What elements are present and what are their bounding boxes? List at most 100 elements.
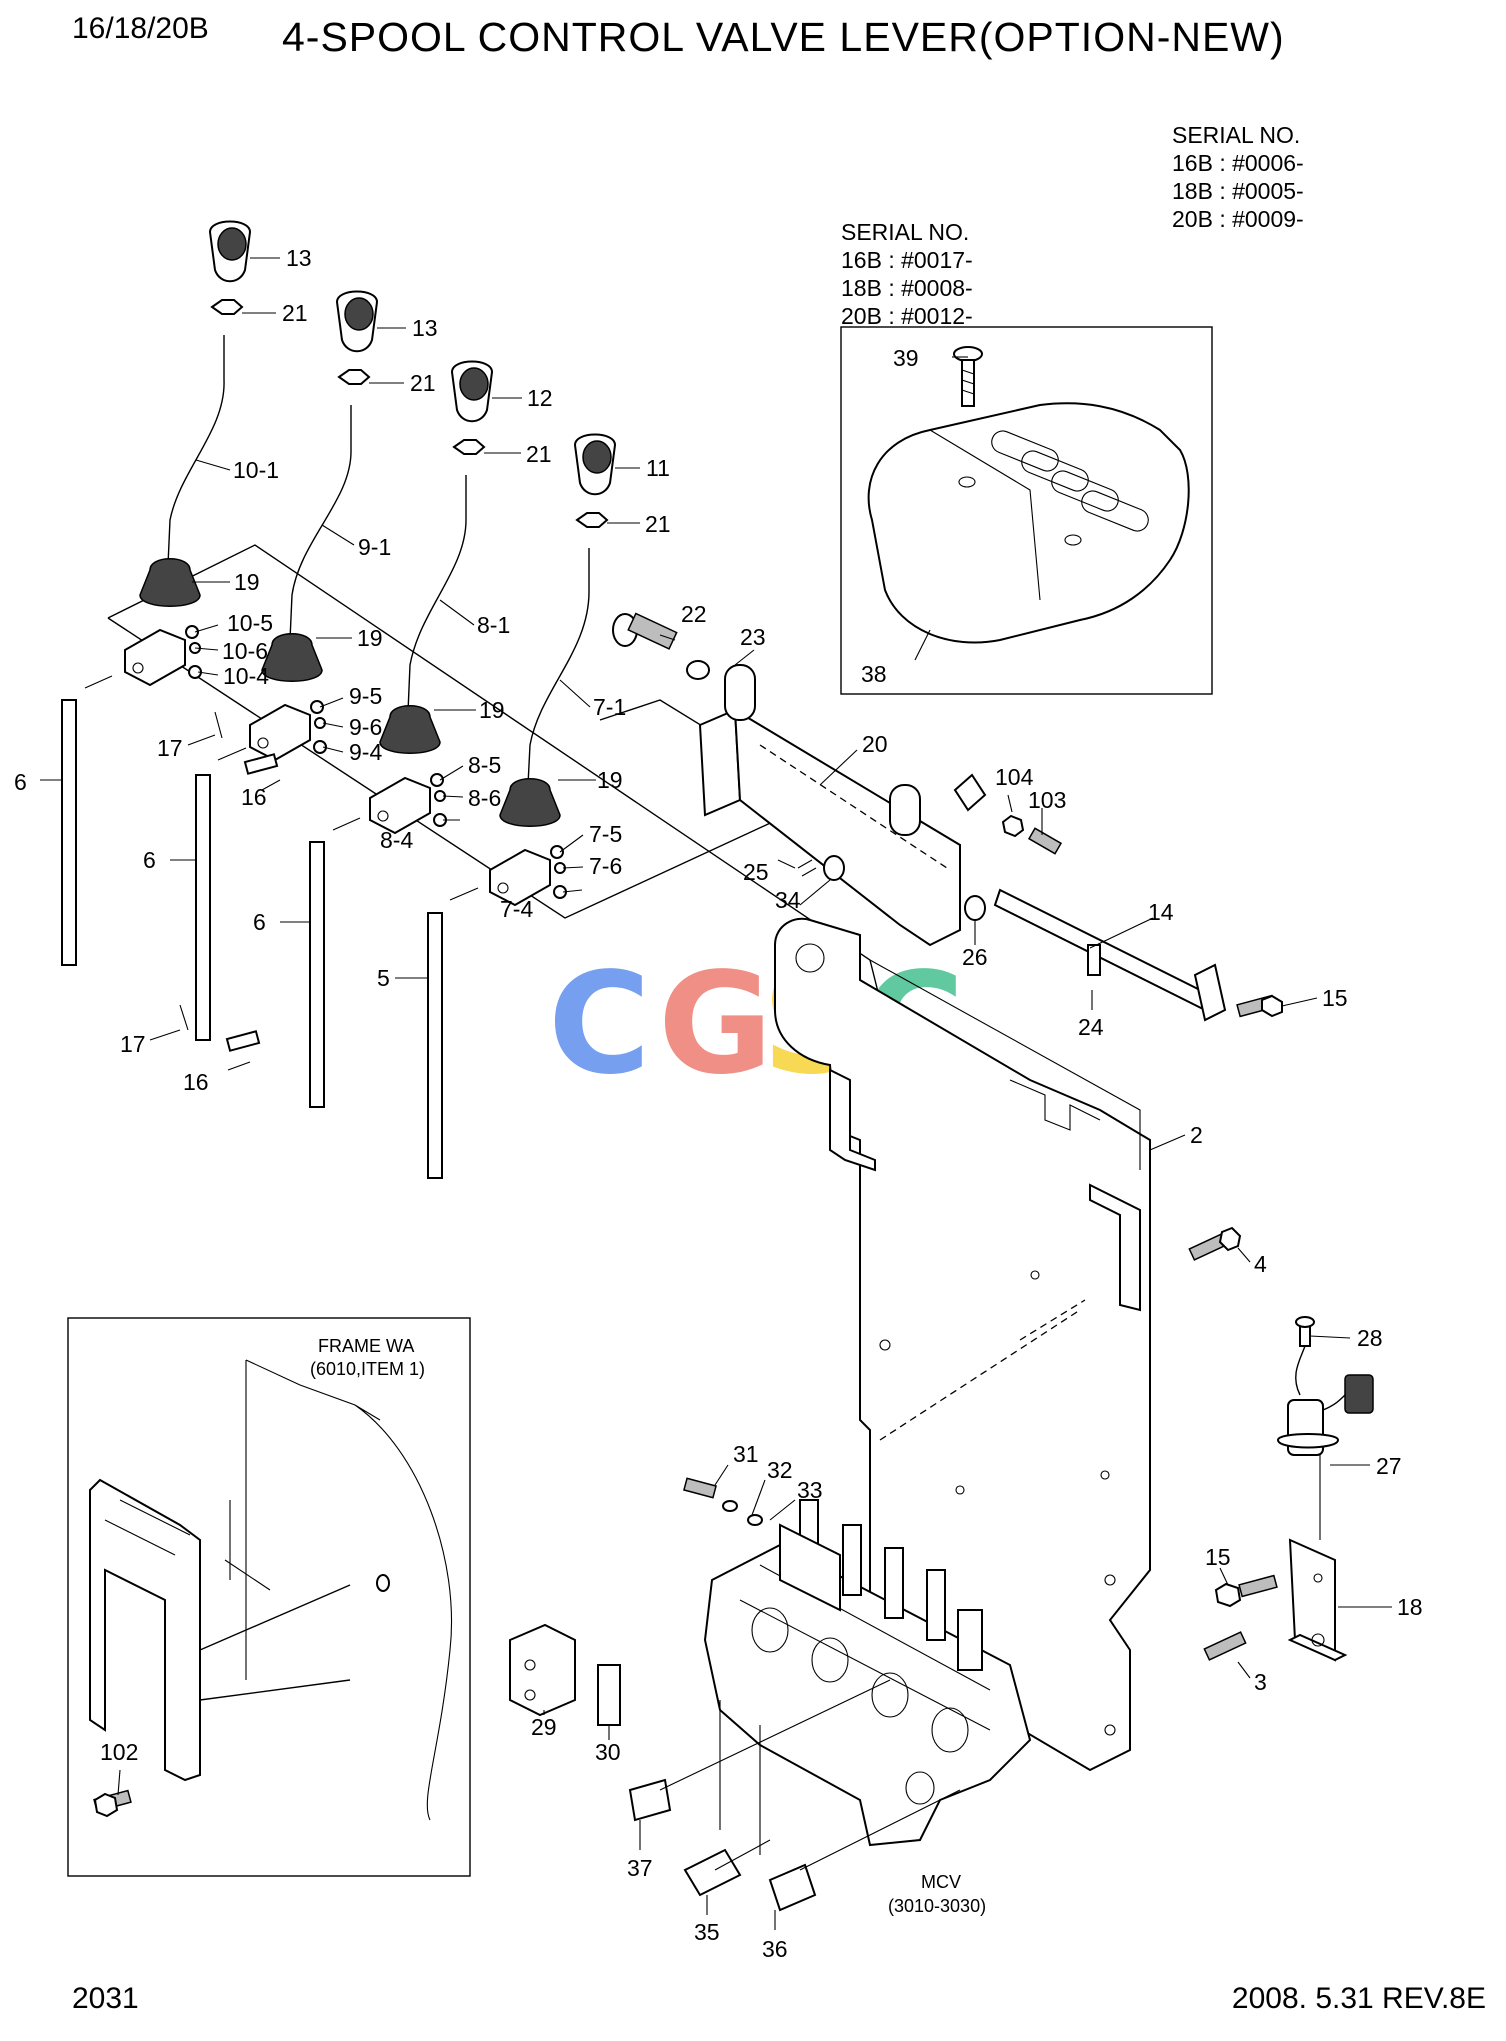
part-label: 7-6 (589, 853, 622, 879)
part-label: 7-1 (593, 694, 626, 720)
frame-detail-inset (67, 1317, 471, 1877)
lever-cover (867, 402, 1190, 644)
page-title: 4-SPOOL CONTROL VALVE LEVER(OPTION-NEW) (282, 14, 1285, 60)
part-label: 19 (357, 625, 383, 651)
switch-bracket-29 (509, 1623, 576, 1717)
part-label: 13 (412, 315, 438, 341)
switch-assembly (1276, 1316, 1374, 1662)
part-label: 10-5 (227, 610, 273, 636)
part-label: 30 (595, 1739, 621, 1765)
revision-date: 2008. 5.31 REV.8E (1231, 1982, 1486, 2015)
part-label: 37 (627, 1855, 653, 1881)
serial-note-line: 18B : #0005- (1172, 178, 1304, 204)
part-label: 3 (1254, 1669, 1267, 1695)
part-label: 102 (100, 1739, 138, 1765)
part-label: 19 (234, 569, 260, 595)
serial-note-line: 20B : #0009- (1172, 206, 1304, 232)
part-label: 9-6 (349, 714, 382, 740)
part-label: 6 (14, 769, 27, 795)
part-label: 22 (681, 601, 707, 627)
mcv-note: MCV (921, 1872, 961, 1892)
part-label: 19 (597, 767, 623, 793)
part-label: 38 (861, 661, 887, 687)
watermark-letter: C (548, 943, 651, 1106)
page-number: 2031 (72, 1982, 139, 2015)
part-label: 19 (479, 697, 505, 723)
part-label: 9-1 (358, 534, 391, 560)
part-label: 29 (531, 1714, 557, 1740)
part-label: 25 (743, 859, 769, 885)
serial-note-line: 20B : #0012- (841, 303, 973, 329)
part-label: 36 (762, 1936, 788, 1962)
serial-note-line: SERIAL NO. (1172, 122, 1301, 148)
frame-wa-ref: (6010,ITEM 1) (310, 1359, 425, 1379)
part-label: 21 (645, 511, 671, 537)
part-label: 7-4 (500, 896, 533, 922)
part-label: 39 (893, 345, 919, 371)
part-label: 7-5 (589, 821, 622, 847)
serial-note-upper: SERIAL NO. 16B : #0006- 18B : #0005- 20B… (1172, 121, 1304, 233)
part-number-labels: 13 21 13 21 12 21 11 21 10-1 9-1 8-1 7-1… (14, 245, 1423, 1962)
part-label: 20 (862, 731, 888, 757)
pins-and-clips (179, 711, 279, 1052)
frame-wa-sketch (89, 1359, 453, 1821)
small-hardware (797, 814, 1101, 976)
watermark-letter: G (658, 943, 773, 1106)
part-label: 10-1 (233, 457, 279, 483)
lever-rods (167, 335, 590, 786)
part-label: 16 (241, 784, 267, 810)
part-label: 17 (157, 735, 183, 761)
serial-note-line: 16B : #0017- (841, 247, 973, 273)
plate-30 (597, 1664, 621, 1726)
lever-knobs (208, 220, 617, 496)
part-label: 5 (377, 965, 390, 991)
serial-note-cover: SERIAL NO. 16B : #0017- 18B : #0008- 20B… (841, 218, 973, 330)
part-label: 8-5 (468, 752, 501, 778)
part-label: 12 (527, 385, 553, 411)
part-label: 6 (253, 909, 266, 935)
shaft-14 (993, 888, 1227, 1022)
part-label: 6 (143, 847, 156, 873)
part-label: 18 (1397, 1594, 1423, 1620)
part-label: 9-5 (349, 683, 382, 709)
part-label: 26 (962, 944, 988, 970)
part-label: 34 (775, 887, 801, 913)
serial-note-line: SERIAL NO. (841, 219, 970, 245)
part-label: 31 (733, 1441, 759, 1467)
part-label: 4 (1254, 1251, 1267, 1277)
part-label: 21 (526, 441, 552, 467)
cover-screw (953, 346, 983, 407)
lever-nuts (210, 299, 609, 528)
serial-note-line: 18B : #0008- (841, 275, 973, 301)
part-label: 35 (694, 1919, 720, 1945)
part-label: 23 (740, 624, 766, 650)
part-label: 11 (646, 455, 670, 481)
part-label: 10-4 (223, 663, 269, 689)
part-label: 14 (1148, 899, 1174, 925)
cover-detail-frame (840, 326, 1213, 695)
part-label: 16 (183, 1069, 209, 1095)
washer-23 (686, 660, 710, 680)
lever-bracket (698, 664, 987, 947)
lever-boots (139, 558, 561, 827)
part-label: 13 (286, 245, 312, 271)
part-label: 9-4 (349, 739, 382, 765)
part-label: 8-6 (468, 785, 501, 811)
part-label: 28 (1357, 1325, 1383, 1351)
lever-brackets (124, 625, 567, 907)
part-label: 15 (1205, 1544, 1231, 1570)
part-label: 32 (767, 1457, 793, 1483)
part-label: 2 (1190, 1122, 1203, 1148)
serial-note-line: 16B : #0006- (1172, 150, 1304, 176)
main-frame (774, 917, 1151, 1772)
part-label: 21 (282, 300, 308, 326)
plunger-22 (612, 612, 678, 650)
model-code: 16/18/20B (72, 12, 209, 45)
part-label: 104 (995, 764, 1034, 790)
leader-lines (40, 257, 1392, 1930)
part-label: 8-4 (380, 827, 413, 853)
frame-wa-note: FRAME WA (318, 1336, 414, 1356)
fittings (628, 1477, 961, 1912)
linkage-rods (61, 675, 479, 1179)
